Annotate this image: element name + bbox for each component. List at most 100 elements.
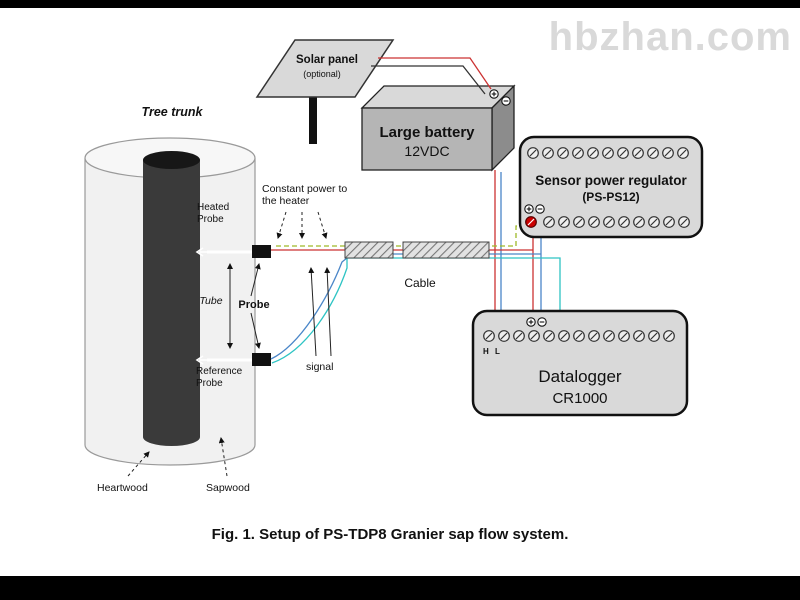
datalogger-hl-label: H L [483,347,502,356]
screw-icon [648,330,660,342]
tree-trunk: Tree trunk Heated Probe Tube Reference P… [84,105,271,494]
datalogger: H L Datalogger CR1000 [471,309,689,417]
solar-panel-face [255,39,395,98]
screw-icon [603,216,615,228]
solar-black-wire [371,65,486,95]
constant-power-arrow-3 [317,211,328,239]
screw-icon [662,147,674,159]
screw-icon [633,216,645,228]
datalogger-plus-terminal-icon [526,317,536,327]
screw-icon [572,147,584,159]
screw-icon [678,216,690,228]
battery-title: Large battery [379,124,475,141]
figure-caption: Fig. 1. Setup of PS-TDP8 Granier sap flo… [212,526,569,543]
solar-panel-pole [309,96,317,144]
reference-probe-label-line1: Reference [196,366,243,377]
probe-label: Probe [238,299,269,311]
battery-minus-terminal-icon [501,96,511,106]
probe-arrow-down [250,312,261,349]
screw-icon [587,147,599,159]
signal-cyan-wire [271,257,561,364]
constant-power-arrow-1 [276,211,287,239]
cable-segment-right [402,241,490,259]
screw-icon [663,330,675,342]
screw-icon [557,147,569,159]
screw-icon [602,147,614,159]
heated-probe-label-line1: Heated [197,202,229,213]
bottom-black-bar [0,576,800,600]
screw-icon [648,216,660,228]
cable: Cable [344,241,490,290]
screw-icon [527,147,539,159]
signal-arrow-1 [308,267,317,357]
screw-icon [617,147,629,159]
constant-power-label-line1: Constant power to [262,183,347,195]
annotation-labels: Constant power to the heater signal [262,183,347,373]
screw-icon [618,216,630,228]
regulator-subtitle: (PS-PS12) [582,190,639,204]
screw-icon [677,147,689,159]
screw-icon [647,147,659,159]
tube-label: Tube [199,295,222,307]
regulator-screw-row-top [527,147,689,159]
heater-power-dashed-wire [276,225,521,247]
datalogger-subtitle: CR1000 [552,390,607,407]
regulator-red-screw-icon [525,216,537,228]
screw-icon [588,330,600,342]
screw-icon [663,216,675,228]
heartwood-arrow [127,451,150,477]
screw-icon [513,330,525,342]
signal-label: signal [306,361,333,373]
battery-subtitle: 12VDC [404,143,449,159]
regulator-body [518,135,704,239]
datalogger-title: Datalogger [538,367,622,386]
heartwood-top [143,151,200,169]
screw-icon [558,330,570,342]
heated-needle-tip [195,247,207,257]
tree-trunk-label: Tree trunk [142,105,204,119]
large-battery: Large battery 12VDC [360,84,516,172]
screw-icon [573,216,585,228]
screw-icon [543,216,555,228]
cable-segment-left [344,241,394,259]
reference-probe-connector [252,353,271,366]
solar-red-wire [378,57,492,90]
heated-probe-label-line2: Probe [197,214,224,225]
screw-icon [528,330,540,342]
heartwood-label: Heartwood [97,482,148,494]
screw-icon [543,330,555,342]
signal-blue-wire [270,253,541,360]
regulator-minus-terminal-icon [535,204,545,214]
wires [270,57,561,364]
screw-icon [633,330,645,342]
screw-icon [603,330,615,342]
solar-panel-subtitle: (optional) [303,69,341,79]
screw-icon [498,330,510,342]
datalogger-minus-terminal-icon [537,317,547,327]
reference-probe-label-line2: Probe [196,378,223,389]
screw-icon [588,216,600,228]
regulator-title: Sensor power regulator [535,173,687,188]
screw-icon [483,330,495,342]
constant-power-label-line2: the heater [262,195,310,207]
sapwood-arrow [218,437,228,477]
screw-icon [542,147,554,159]
sensor-power-regulator: Sensor power regulator (PS-PS12) [518,135,704,239]
solar-panel-title: Solar panel [296,54,358,66]
heated-probe-connector [252,245,271,258]
top-black-bar [0,0,800,8]
screw-icon [632,147,644,159]
regulator-plus-terminal-icon [524,204,534,214]
screw-icon [618,330,630,342]
heartwood-body [143,160,200,446]
screw-icon [558,216,570,228]
watermark-text: hbzhan.com [549,15,792,59]
cable-label: Cable [404,276,436,290]
probe-arrow-up [250,263,261,297]
solar-panel: Solar panel (optional) [255,39,395,144]
sapwood-label: Sapwood [206,482,250,494]
reference-needle-tip [195,355,207,365]
screw-icon [573,330,585,342]
